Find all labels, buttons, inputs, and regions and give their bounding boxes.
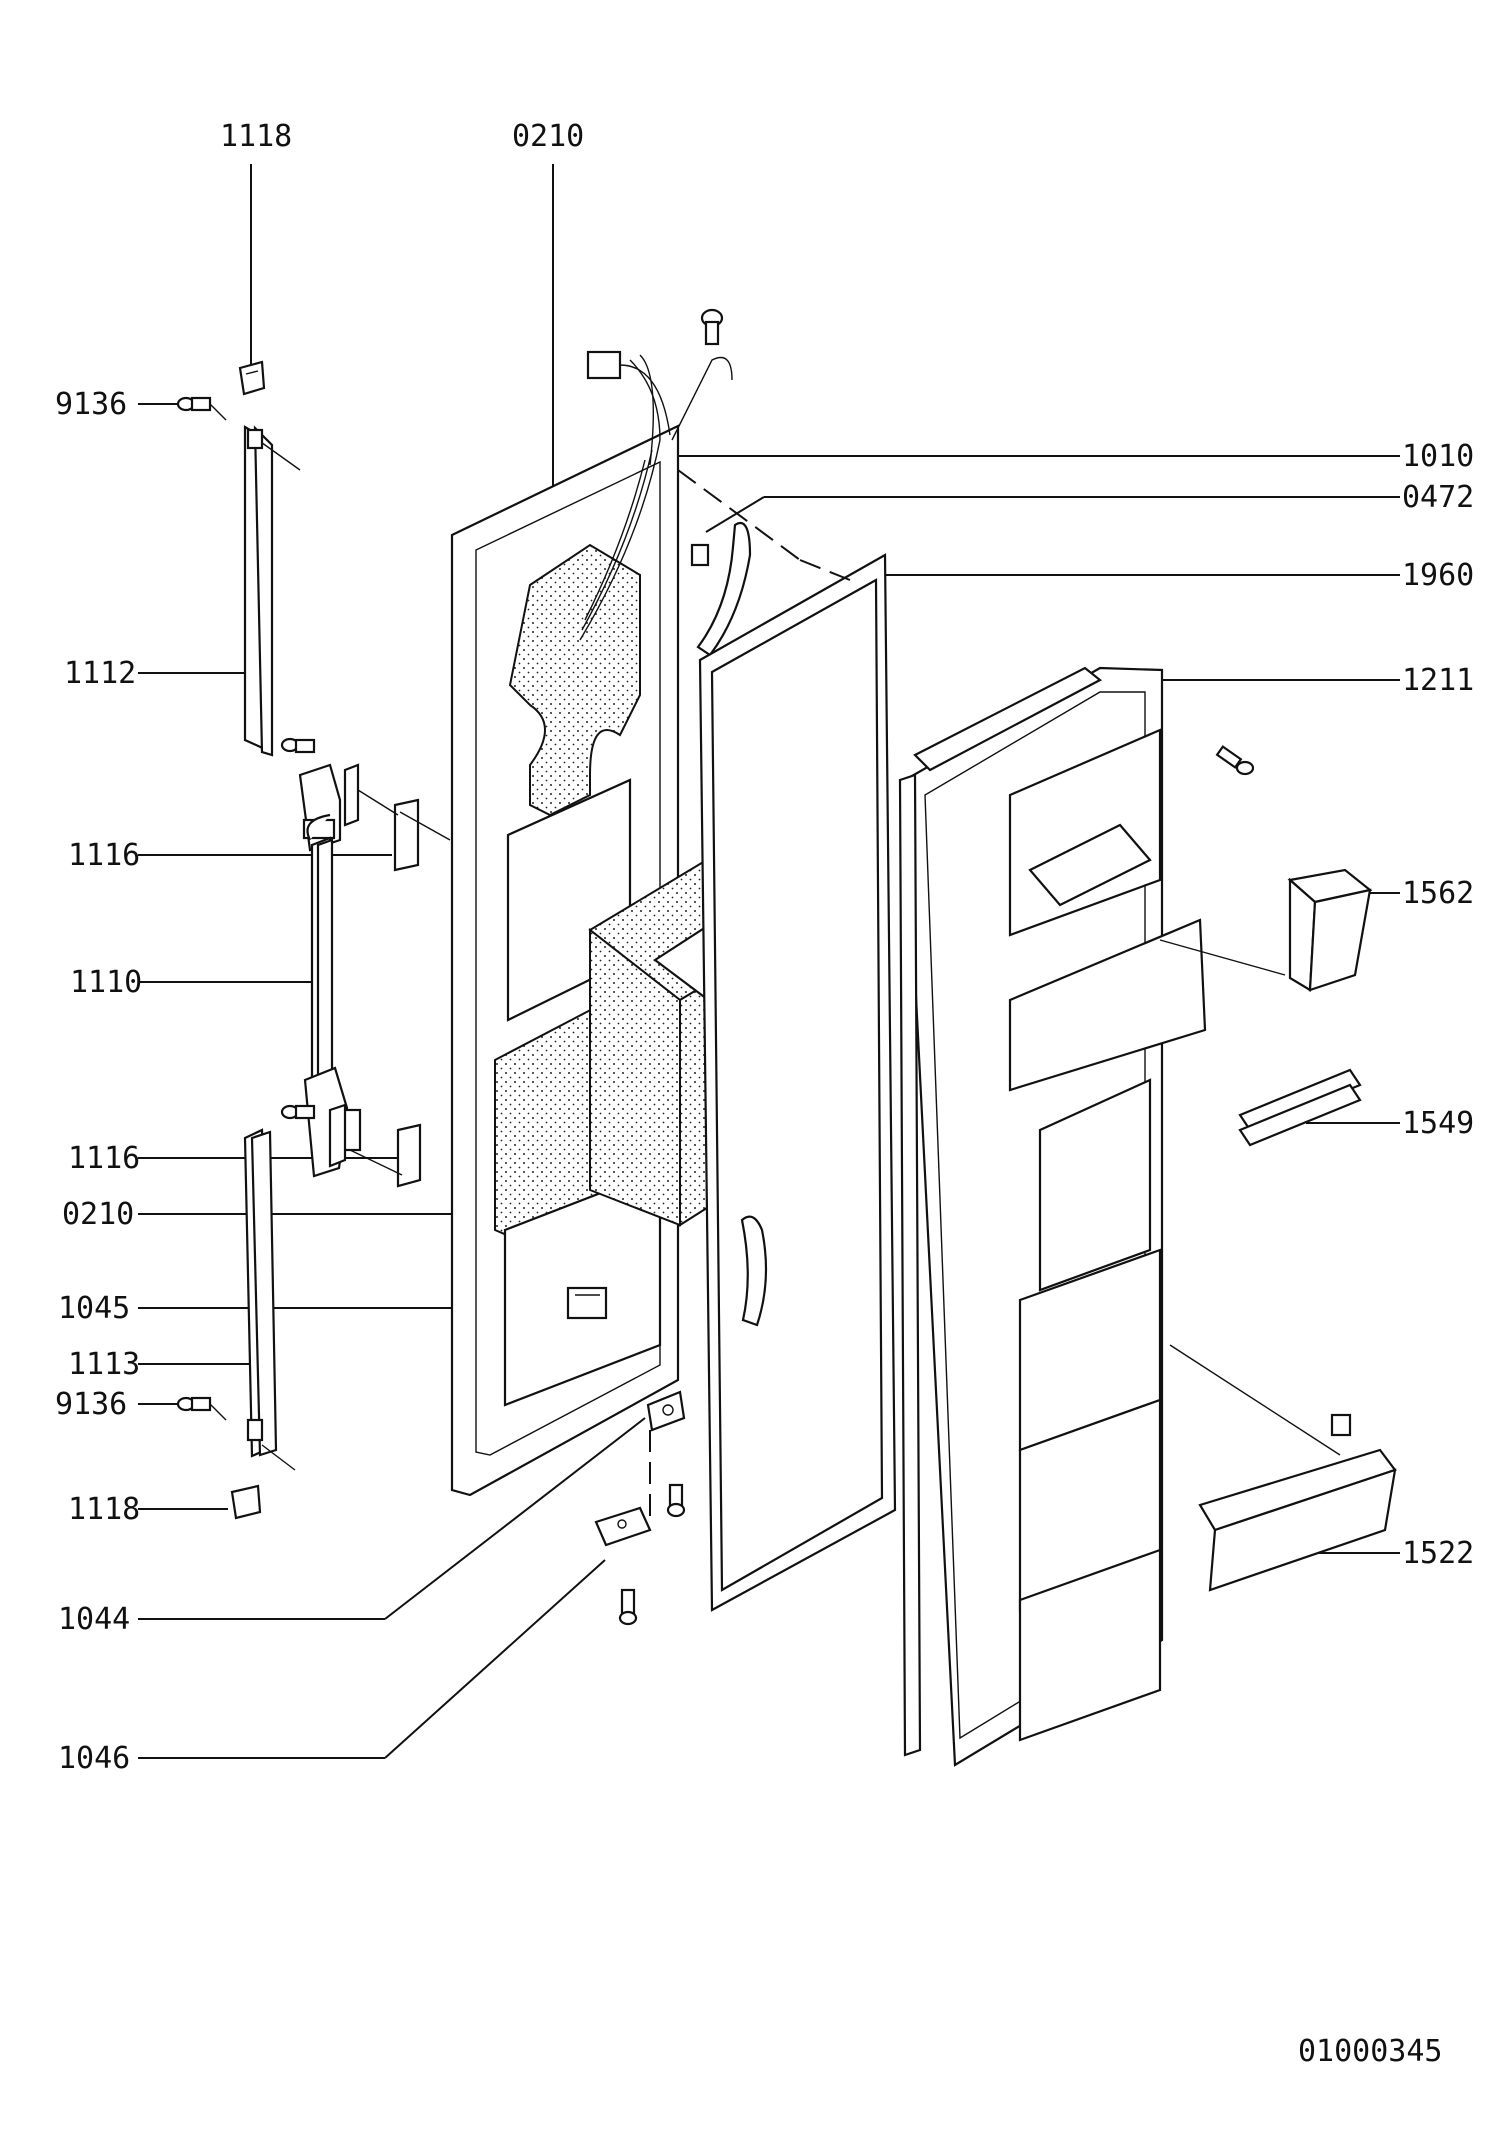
part-screw-1211 [1215,745,1255,776]
alignment-dashes [677,469,851,581]
label-1113: 1113 [68,1347,140,1382]
part-screw-hinge [666,1483,686,1518]
part-1045-bracket [566,1286,608,1320]
label-1116-top: 1116 [68,838,140,873]
part-screw-top-small [700,308,724,346]
part-1562-funnel [1159,868,1373,992]
label-1045: 1045 [58,1291,130,1326]
label-1112: 1112 [64,656,136,691]
part-1112-top-strip [243,425,301,757]
label-1549: 1549 [1402,1106,1474,1141]
part-1046-hinge-bracket [594,1506,652,1626]
part-9136-screw-bottom [176,1396,227,1421]
part-screw-1116-top [280,737,316,754]
label-0472: 0472 [1402,480,1474,515]
label-1562: 1562 [1402,876,1474,911]
label-1046: 1046 [58,1741,130,1776]
label-1960: 1960 [1402,558,1474,593]
label-9136-bottom: 9136 [55,1387,127,1422]
part-9136-screw-top [176,396,227,421]
label-1211: 1211 [1402,663,1474,698]
label-0210-mid: 0210 [62,1197,134,1232]
label-1110: 1110 [70,965,142,1000]
part-1044-hinge [646,1390,686,1520]
part-1116-bottom-bracket [280,1103,422,1188]
label-1522: 1522 [1402,1536,1474,1571]
part-1118-bottom-clip [230,1484,262,1520]
label-1118-top: 1118 [220,119,292,154]
part-1116-top-bracket [343,763,451,872]
label-1010: 1010 [1402,439,1474,474]
part-wiring-harness [579,350,733,641]
part-1549-rail [1238,1068,1362,1147]
part-0472-fitting [690,522,752,657]
document-code: 01000345 [1298,2034,1443,2069]
label-9136-top: 9136 [55,387,127,422]
part-1211-outer-door [898,666,1207,1767]
label-1116-bottom: 1116 [68,1141,140,1176]
callout-labels: 1118 0210 9136 1010 0472 1960 1112 1211 … [55,119,1474,2069]
label-1118-bottom: 1118 [68,1492,140,1527]
label-1044: 1044 [58,1602,130,1637]
part-1113-bottom-strip [243,1128,296,1471]
label-0210-top: 0210 [512,119,584,154]
part-1522-door-bin [1169,1344,1397,1592]
part-1960-gasket [698,553,897,1612]
part-1118-top-clip [238,360,266,396]
